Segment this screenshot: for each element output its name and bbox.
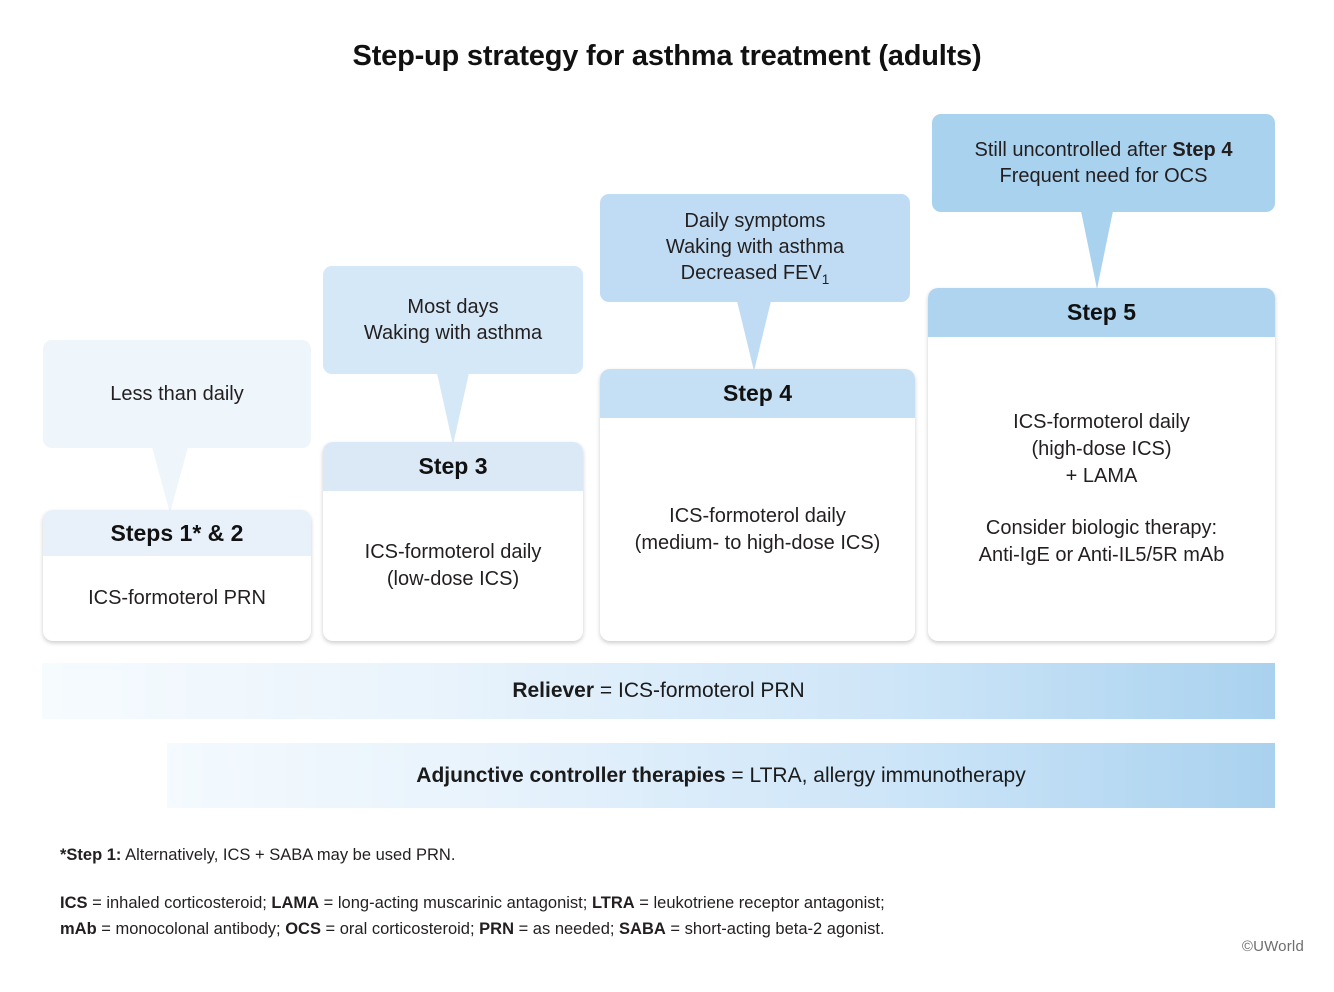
step-card-4[interactable]: Step 4 ICS-formoterol daily (medium- to … [600,369,915,641]
abbrev-ics-label: ICS [60,894,88,912]
abbrev-ocs-label: OCS [285,920,321,939]
step-4-body-line-2: (medium- to high-dose ICS) [634,531,881,554]
footnote-step1: *Step 1: Alternatively, ICS + SABA may b… [60,842,1260,868]
step-card-5[interactable]: Step 5 ICS-formoterol daily (high-dose I… [928,288,1275,641]
step-4-header: Step 4 [600,369,915,418]
reliever-bar-text: Reliever = ICS-formoterol PRN [512,679,804,703]
abbrev-mab-text: = monocolonal antibody; [96,920,286,939]
step-3-body-line-1: ICS-formoterol daily [364,541,542,564]
abbrev-ics-text: = inhaled corticosteroid; [87,894,272,912]
callout-step5-tail [1081,211,1113,289]
abbrev-lama-text: = long-acting muscarinic antagonist; [319,894,592,912]
callout-step4-line-3: Decreased FEV1 [680,261,830,287]
abbrev-prn-text: = as needed; [514,920,620,939]
callout-step12-tail [152,447,188,513]
abbrev-saba-label: SABA [619,920,666,939]
step-5-body-line-3: + LAMA [1065,464,1138,487]
step-3-body: ICS-formoterol daily (low-dose ICS) [323,491,583,641]
adjunctive-bar: Adjunctive controller therapies = LTRA, … [167,743,1275,808]
step-4-body-line-1: ICS-formoterol daily [669,504,846,527]
abbrev-lama-label: LAMA [271,894,320,912]
callout-step12: Less than daily [43,340,311,448]
callout-step5: Still uncontrolled after Step 4 Frequent… [932,114,1275,212]
reliever-bar: Reliever = ICS-formoterol PRN [42,663,1275,719]
callout-step5-line-1: Still uncontrolled after Step 4 [974,139,1233,161]
step-3-header: Step 3 [323,442,583,491]
footnote-step1-label: *Step 1: [60,846,122,864]
callout-step4-line-2: Waking with asthma [665,235,845,258]
step-1-2-header: Steps 1* & 2 [43,510,311,556]
abbrev-ltra-label: LTRA [591,894,635,912]
callout-step5-line-2: Frequent need for OCS [999,165,1208,187]
callout-step3-line-1: Most days [407,296,499,318]
abbrev-saba-text: = short-acting beta-2 agonist. [665,920,885,939]
abbrev-line-1: ICS = inhaled corticosteroid; LAMA = lon… [60,890,1280,916]
step-5-body2-line-1: Consider biologic therapy: [985,517,1218,540]
step-5-body-line-2: (high-dose ICS) [1031,437,1172,460]
step-5-body: ICS-formoterol daily (high-dose ICS) + L… [928,337,1275,641]
footnote-step1-text: Alternatively, ICS + SABA may be used PR… [121,846,456,864]
reliever-bar-value: = ICS-formoterol PRN [594,679,805,702]
abbrev-ltra-text: = leukotriene receptor antagonist; [634,894,885,912]
step-5-body-line-1: ICS-formoterol daily [1013,411,1190,433]
page-title: Step-up strategy for asthma treatment (a… [352,40,982,72]
adjunctive-bar-text: Adjunctive controller therapies = LTRA, … [416,764,1025,788]
abbrev-line-2: mAb = monocolonal antibody; OCS = oral c… [60,916,1280,942]
step-1-2-body: ICS-formoterol PRN [43,556,311,641]
step-3-body-line-2: (low-dose ICS) [386,568,520,590]
callout-step4-line-1: Daily symptoms [684,209,826,232]
step-1-2-body-line-1: ICS-formoterol PRN [88,587,266,610]
callout-step3: Most days Waking with asthma [323,266,583,374]
step-5-body2-line-2: Anti-IgE or Anti-IL5/5R mAb [978,544,1225,567]
abbrev-prn-label: PRN [479,920,514,939]
abbrev-mab-label: mAb [60,920,97,939]
callout-step3-line-2: Waking with asthma [363,322,543,344]
adjunctive-bar-label: Adjunctive controller therapies [416,763,726,787]
step-card-1-2[interactable]: Steps 1* & 2 ICS-formoterol PRN [43,510,311,641]
footnote-abbreviations: ICS = inhaled corticosteroid; LAMA = lon… [60,890,1280,942]
callout-step4-tail [737,301,771,371]
copyright-notice: ©UWorld [1241,938,1304,955]
reliever-bar-label: Reliever [512,679,595,702]
step-4-body: ICS-formoterol daily (medium- to high-do… [600,418,915,641]
callout-step3-tail [437,373,469,445]
adjunctive-bar-value: = LTRA, allergy immunotherapy [725,763,1026,787]
step-card-3[interactable]: Step 3 ICS-formoterol daily (low-dose IC… [323,442,583,641]
callout-step12-line-1: Less than daily [110,383,244,405]
step-5-header: Step 5 [928,288,1275,337]
abbrev-ocs-text: = oral corticosteroid; [320,920,480,939]
callout-step4: Daily symptoms Waking with asthma Decrea… [600,194,910,302]
